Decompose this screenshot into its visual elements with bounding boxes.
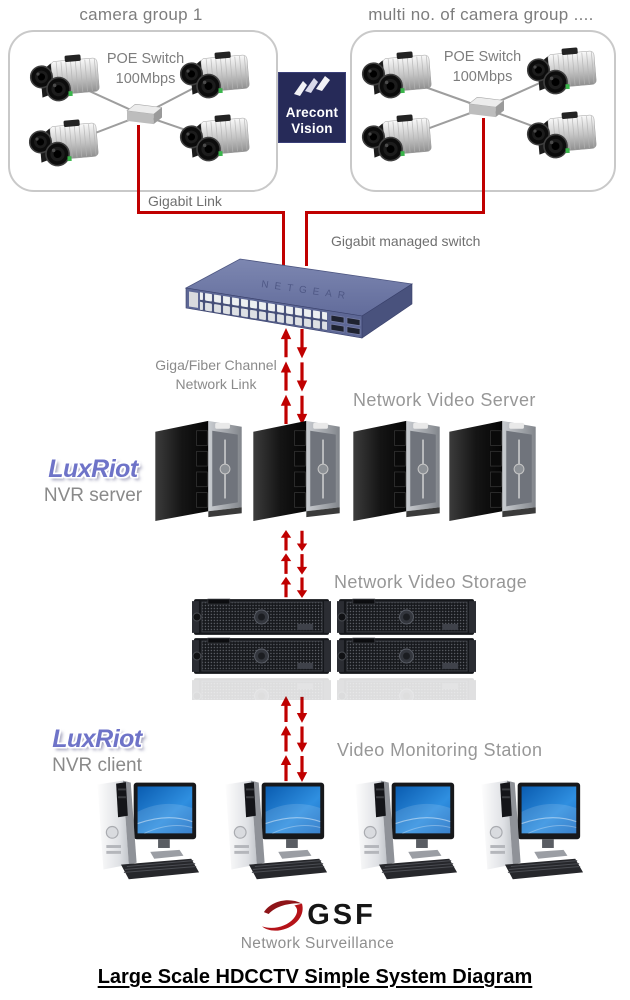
server-tower [352,420,441,522]
fiber-channel-label: Giga/Fiber Channel Network Link [155,357,277,392]
storage-unit [337,598,476,636]
camera-icon [360,112,433,164]
camera-group-multi-graphic [360,45,598,164]
flow-arrows-server-storage [279,530,309,598]
camera-group-1-graphic [27,49,251,169]
server-tower [154,420,243,522]
gigabit-link-label: Gigabit Link [148,193,222,209]
arecont-vision-logo: Arecont Vision [278,72,346,143]
nvr-client-caption: NVR client [52,755,142,776]
workstation [96,780,200,880]
storage-unit [192,637,331,675]
red-link-line [305,211,485,214]
server-tower [252,420,341,522]
workstation [224,780,328,880]
red-link-line [305,211,308,266]
gsf-logo-block: GSF Network Surveillance [225,895,410,953]
camera-group-1-box [8,30,278,192]
storage-unit [337,637,476,675]
luxriot-server-block: LuxRiot NVR server [28,455,158,507]
red-link-line [482,118,485,214]
managed-switch-label: Gigabit managed switch [331,233,481,249]
gsf-caption: Network Surveillance [240,935,395,952]
poe-switch-icon [126,104,162,125]
monitoring-station-label: Video Monitoring Station [337,740,543,760]
camera-icon [28,52,101,104]
camera-icon [27,117,100,169]
workstation [480,780,583,880]
luxriot-client-block: LuxRiot NVR client [32,725,162,777]
poe-switch-icon [468,97,504,118]
storage-unit [192,598,331,636]
gsf-swirl-icon [262,900,303,931]
server-tower [448,420,537,522]
camera-icon [178,112,251,164]
nvr-server-caption: NVR server [43,485,143,506]
poe-switch-label: POE Switch 100Mbps [106,51,185,87]
camera-icon [525,45,598,97]
storage-array-grid [192,598,476,700]
video-storage-label: Network Video Storage [334,572,528,592]
workstation [354,780,458,880]
red-link-line [137,125,140,214]
storage-reflection [192,677,476,700]
arecont-text-line1: Arecont [285,105,339,120]
nvr-server-row [154,420,537,522]
red-link-line [137,211,285,214]
gsf-brand-text: GSF [307,898,376,931]
video-server-label: Network Video Server [353,390,536,410]
luxriot-logo: LuxRiot [52,725,142,753]
poe-switch-label: POE Switch 100Mbps [443,49,522,85]
page-title: Large Scale HDCCTV Simple System Diagram [97,966,533,988]
arecont-text-line2: Vision [291,120,333,136]
flow-arrows-storage-client [279,696,309,782]
arecont-flag-icon [294,76,330,96]
camera-group-1-title: camera group 1 [79,5,203,24]
luxriot-logo: LuxRiot [48,455,138,483]
camera-icon [525,109,598,161]
netgear-switch: NETGEAR [184,258,414,339]
red-link-line [282,211,285,266]
camera-group-multi-title: multi no. of camera group .... [368,5,594,24]
workstation-row [96,780,583,880]
camera-icon [360,49,433,101]
